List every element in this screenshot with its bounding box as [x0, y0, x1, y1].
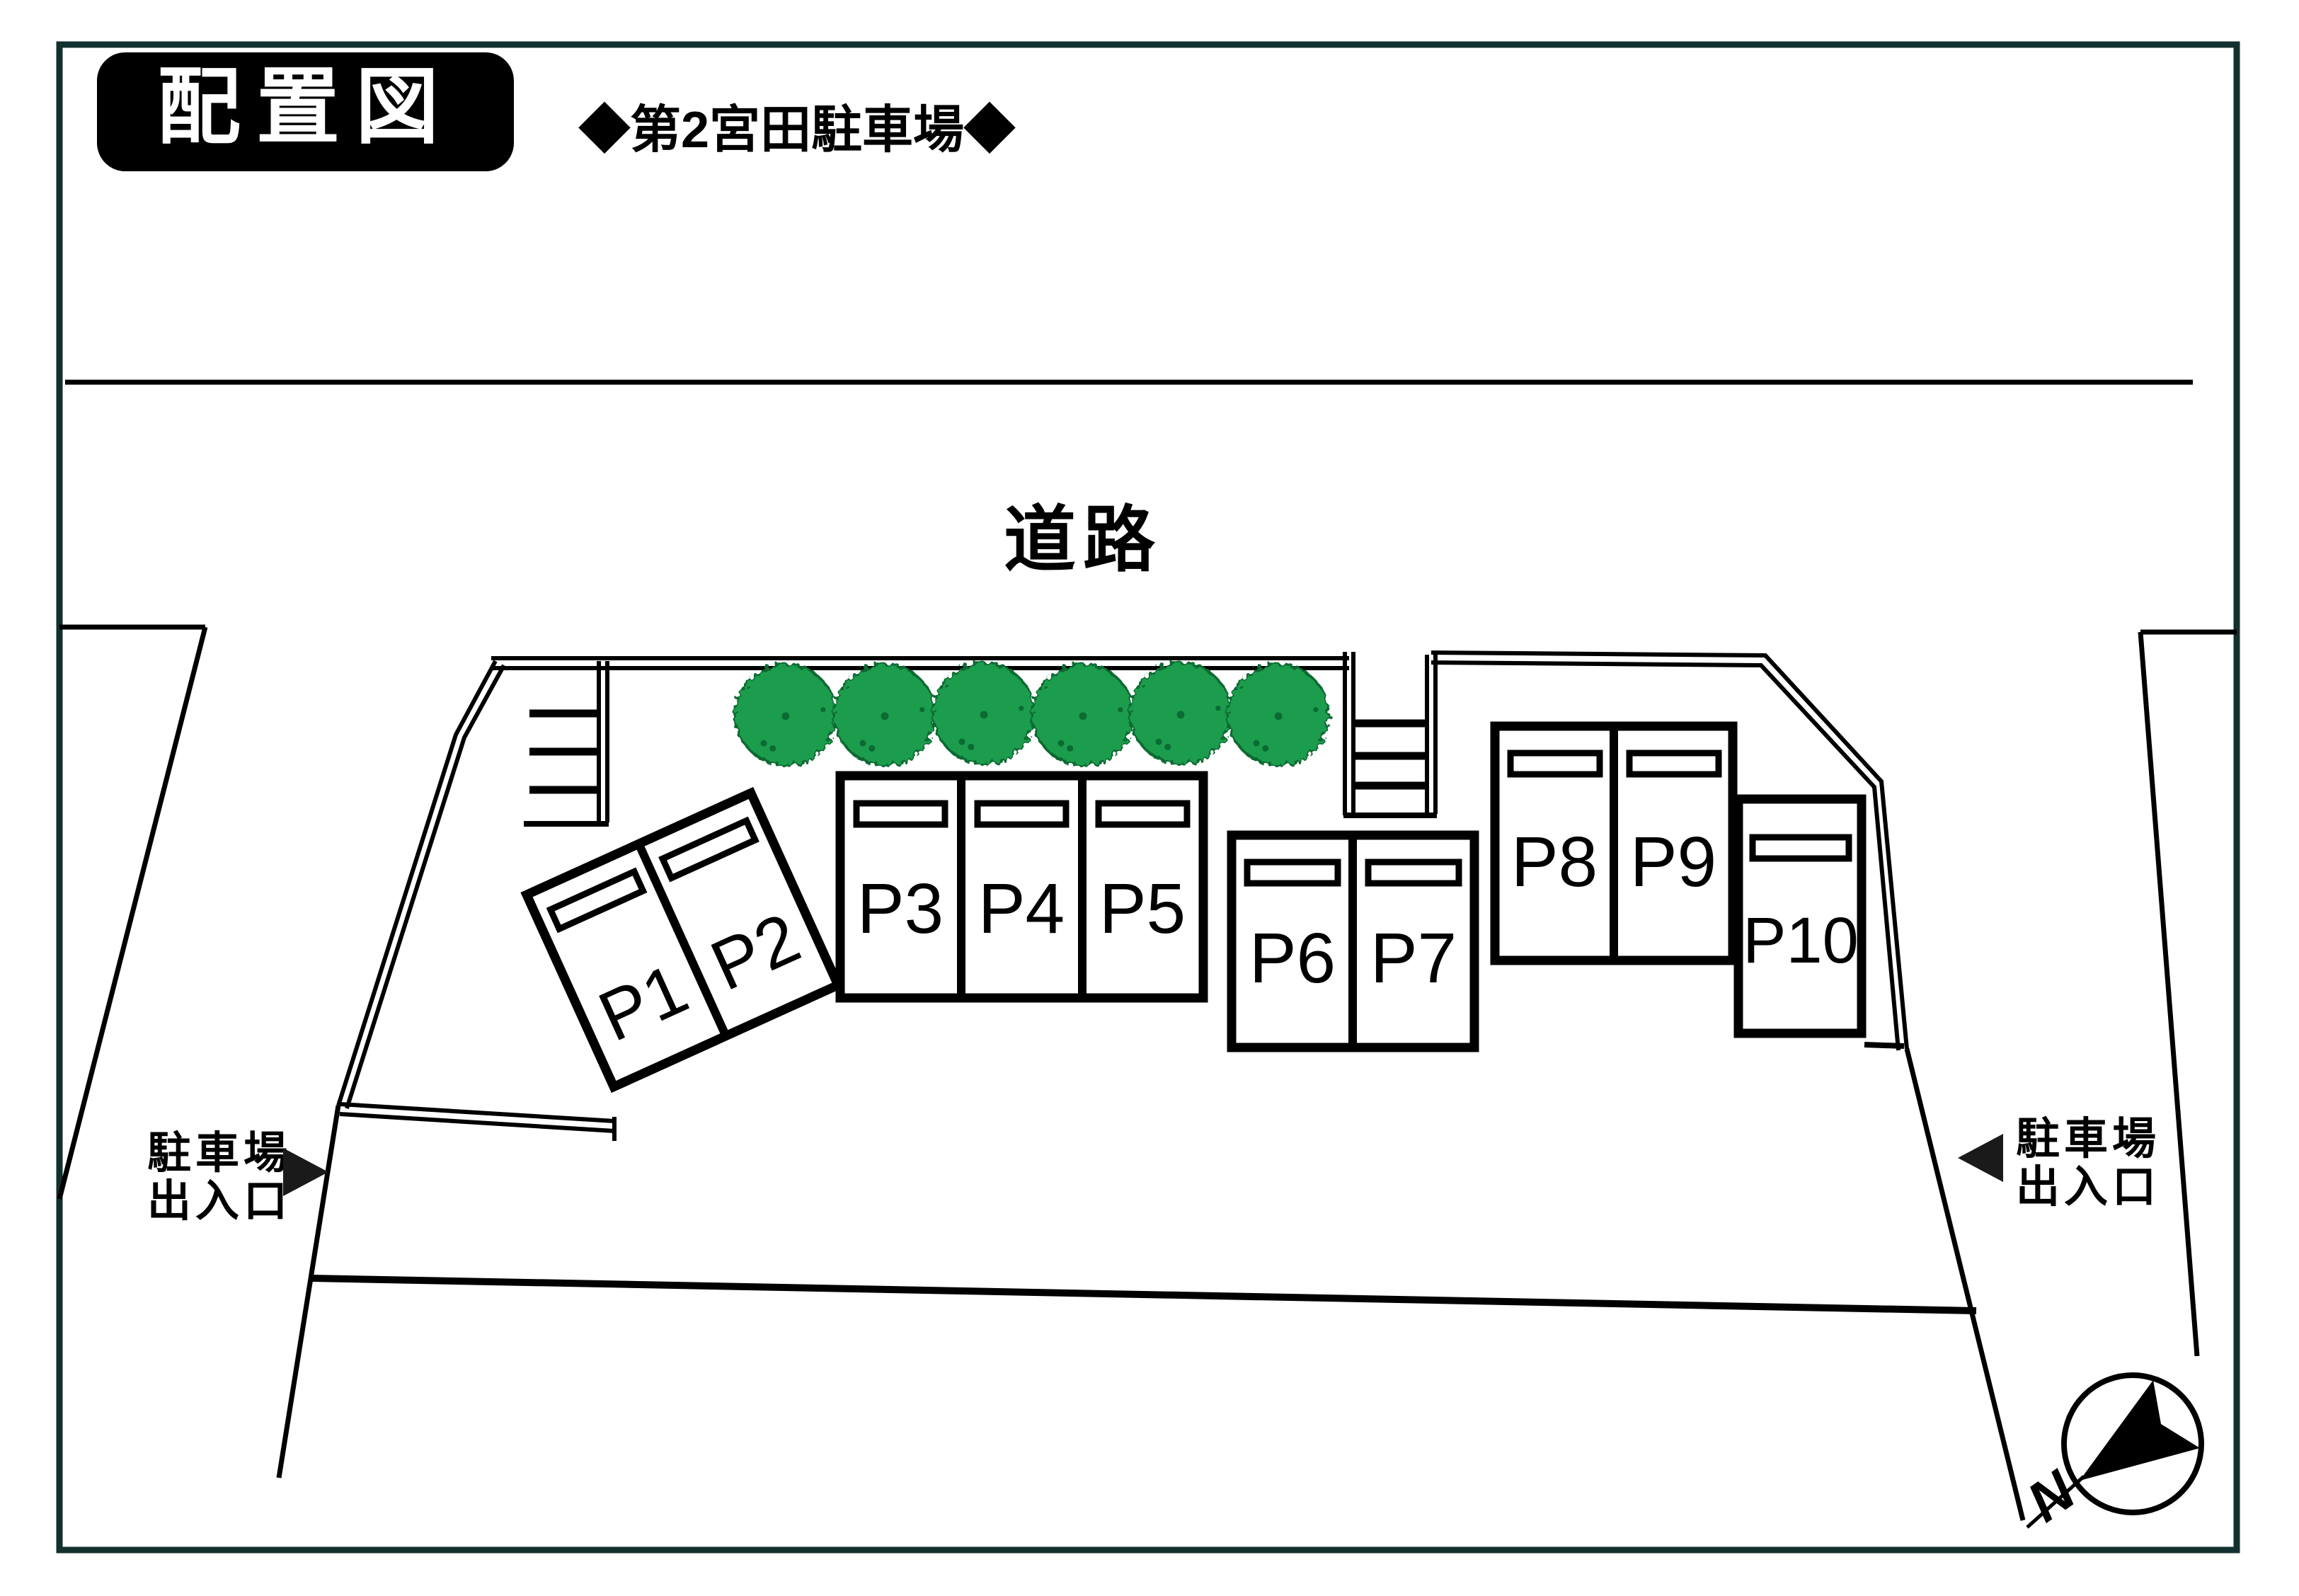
- west-boundary-line: [276, 1105, 341, 1479]
- parking-space-label: P9: [1630, 822, 1716, 902]
- right-stairs: [1343, 652, 1438, 818]
- left-parcel-boundary-line: [57, 626, 208, 1200]
- parking-block-p8-p9: P8 P9: [1490, 721, 1738, 965]
- east-fence-tick: [1864, 1042, 1905, 1049]
- tree-icon: [1130, 663, 1231, 764]
- road-label: 道路: [1004, 500, 1162, 580]
- parking-space-label: P5: [1099, 869, 1186, 948]
- compass: N: [2017, 1372, 2204, 1534]
- parking-block-p1-p2: P1 P2: [520, 786, 844, 1093]
- compass-circle: [2061, 1372, 2204, 1515]
- south-boundary-line: [311, 1275, 1977, 1314]
- wheel-stop: [1626, 750, 1722, 778]
- parking-space-label: P7: [1370, 919, 1457, 998]
- compass-needle-tail: [2026, 1475, 2085, 1529]
- parking-space-label: P3: [857, 869, 944, 948]
- north-fence: [491, 656, 1349, 670]
- right-parcel-boundary-line: [2138, 631, 2200, 1357]
- parking-block-p3-p5: P3 P4 P5: [835, 771, 1208, 1003]
- wheel-stop: [1095, 800, 1191, 828]
- tree-icon: [835, 665, 935, 765]
- parking-space-label: P4: [978, 869, 1065, 948]
- entrance-right-label-line1: 駐車場: [2016, 1115, 2160, 1164]
- arrow-left-icon: [1958, 1134, 2003, 1182]
- tree-icon: [735, 665, 836, 765]
- p1p2-fence: [339, 1102, 617, 1141]
- wheel-stop: [1507, 750, 1603, 778]
- tree-icon: [934, 663, 1034, 764]
- entrance-left: 駐車場 出入口: [147, 1129, 328, 1226]
- parking-space-label: P8: [1511, 822, 1598, 902]
- entrance-left-label-line1: 駐車場: [147, 1129, 292, 1178]
- wheel-stop: [1749, 834, 1852, 862]
- wheel-stop: [658, 816, 759, 883]
- page-subtitle: ◆第2宮田駐車場◆: [578, 102, 1016, 159]
- entrance-right: 駐車場 出入口: [1958, 1115, 2160, 1212]
- left-ramp-inner-line: [345, 664, 506, 1109]
- wheel-stop: [546, 867, 648, 934]
- tree-row: [735, 663, 1329, 765]
- east-fence: [1431, 650, 1909, 1051]
- tree-icon: [1033, 665, 1133, 765]
- wheel-stop: [974, 800, 1070, 828]
- tree-icon: [1228, 665, 1329, 765]
- compass-needle-icon: [2080, 1380, 2200, 1481]
- page-border: [56, 41, 2240, 1554]
- left-stairs: [336, 660, 609, 1109]
- wheel-stop: [1365, 859, 1462, 887]
- parking-space-label: P6: [1249, 919, 1336, 998]
- parking-block-p6-p7: P6 P7: [1227, 830, 1479, 1052]
- parking-block-p10: P10: [1733, 794, 1867, 1038]
- entrance-right-label-line2: 出入口: [2016, 1163, 2160, 1212]
- entrance-left-label-line2: 出入口: [147, 1177, 292, 1226]
- compass-north-label: N: [2017, 1458, 2087, 1534]
- parking-space-label: P10: [1743, 905, 1859, 977]
- east-boundary-line: [1904, 1048, 2026, 1521]
- title-box: [97, 52, 514, 171]
- page-title: 配置図: [157, 61, 454, 154]
- wheel-stop: [1244, 859, 1341, 887]
- arrow-right-icon: [283, 1148, 328, 1196]
- wheel-stop: [853, 800, 948, 828]
- left-ramp-outer-line: [336, 660, 498, 1106]
